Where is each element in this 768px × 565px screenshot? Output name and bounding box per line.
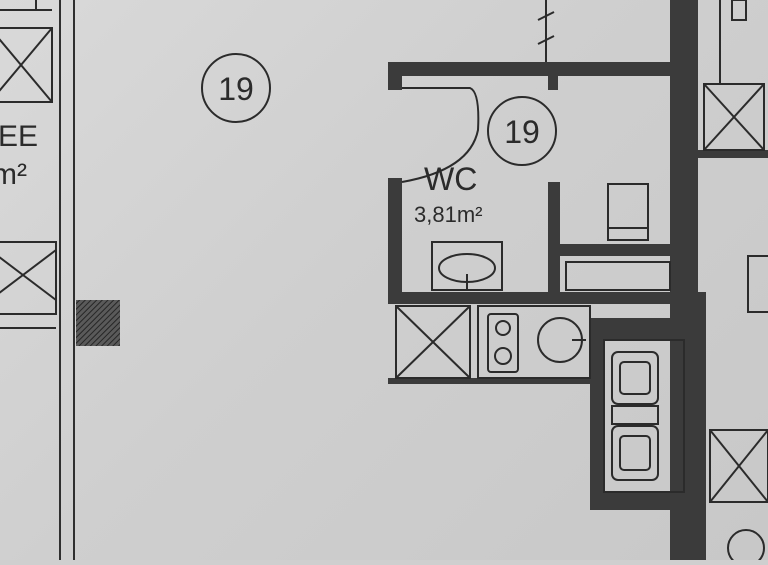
- left-shaft-top: [0, 0, 53, 103]
- wc-door-swing: [401, 87, 480, 183]
- left-room-area-partial: m²: [0, 158, 27, 191]
- right-shaft-top: [703, 0, 765, 151]
- room-number: 19: [218, 71, 254, 107]
- left-shaft-bottom: [0, 241, 57, 329]
- washbasin: [431, 241, 503, 291]
- room-number-circle: [201, 53, 271, 123]
- kitchen-counter: [477, 305, 591, 379]
- right-cabinet: [747, 255, 768, 313]
- wall-break-marks: [537, 0, 555, 62]
- left-exterior-wall: [59, 0, 120, 560]
- wc-room-area: 3,81m²: [414, 202, 482, 227]
- column: [76, 300, 120, 346]
- left-room-name-partial: EE: [0, 120, 38, 153]
- vertical-counter: [603, 339, 685, 493]
- storage-niche: [565, 261, 671, 291]
- wc-room-name: WC: [424, 161, 477, 197]
- right-shaft-bottom: [709, 429, 768, 565]
- wc-room-number-circle: [487, 96, 557, 166]
- shaft: [395, 305, 471, 379]
- wc-room-number: 19: [504, 114, 540, 150]
- cabinet: [607, 183, 649, 241]
